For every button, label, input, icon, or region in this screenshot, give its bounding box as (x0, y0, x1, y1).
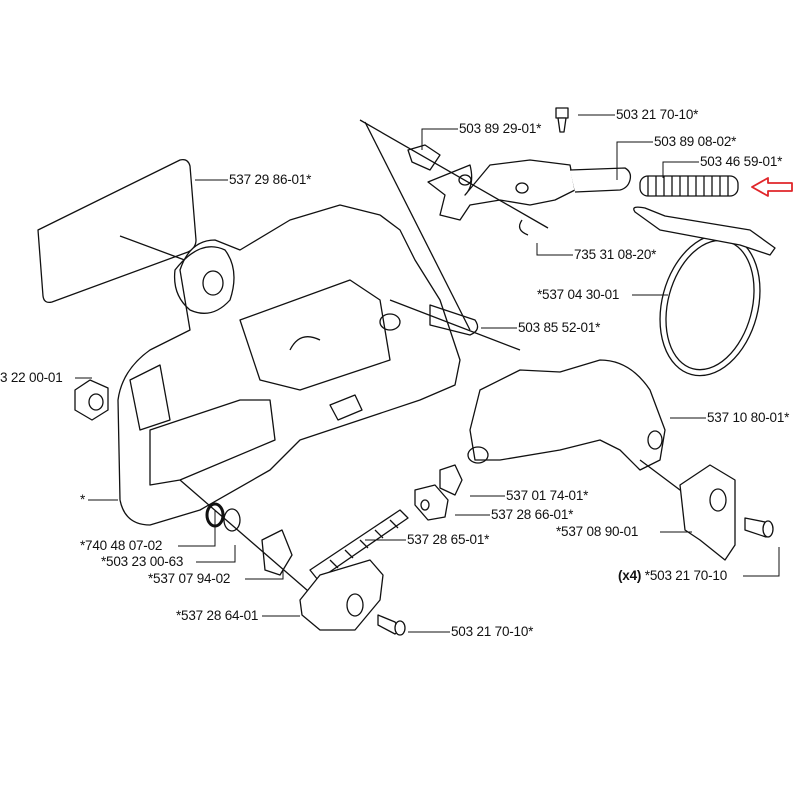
label-tensioner-block: 537 01 74-01* (506, 488, 589, 503)
clutch-cover-part (117, 121, 521, 526)
sticker-part (37, 158, 197, 304)
label-gear: *537 07 94-02 (148, 571, 231, 586)
label-tensioner-nut: 537 28 66-01* (491, 507, 574, 522)
label-brake-band: *537 04 30-01 (537, 287, 620, 302)
label-screw-x4-number: *503 21 70-10 (644, 568, 728, 583)
tensioner-block-part (414, 464, 463, 521)
label-screw-top: 503 21 70-10* (616, 107, 699, 122)
bottom-cover-part (299, 559, 384, 631)
brake-band-part (633, 206, 776, 377)
label-cover-bottom: *537 28 64-01 (176, 608, 259, 623)
label-bumper: *537 08 90-01 (556, 524, 639, 539)
brake-cover-part (467, 359, 721, 521)
label-sticker: 537 29 86-01* (229, 172, 312, 187)
bottom-screw-part (377, 614, 406, 636)
label-tensioner-screw: 537 28 65-01* (407, 532, 490, 547)
arrow-left-icon (751, 177, 793, 197)
spring-part (639, 175, 739, 197)
brake-lever-part (359, 119, 632, 236)
screw-x4-part (744, 517, 774, 538)
gear-part (179, 479, 331, 611)
nut-part (74, 379, 109, 421)
leader-lines (75, 114, 780, 633)
label-clutch-cover: * (80, 492, 86, 507)
label-shaft: 503 85 52-01* (518, 320, 601, 335)
label-cover-right: 537 10 80-01* (707, 410, 790, 425)
label-screw-x4: (x4) *503 21 70-10 (618, 568, 727, 584)
tensioner-screw-part (309, 509, 409, 581)
label-washer: *740 48 07-02 (80, 538, 163, 553)
label-spring: 503 46 59-01* (700, 154, 783, 169)
label-circlip: 735 31 08-20* (574, 247, 657, 262)
label-screw-bottom: 503 21 70-10* (451, 624, 534, 639)
label-ring: *503 23 00-63 (101, 554, 184, 569)
label-pin: 503 89 29-01* (459, 121, 542, 136)
bumper-part (679, 464, 736, 561)
top-screw-part (555, 107, 569, 133)
label-nut: 3 22 00-01 (0, 370, 63, 385)
label-brake-lever: 503 89 08-02* (654, 134, 737, 149)
quantity-badge: (x4) (618, 568, 642, 583)
